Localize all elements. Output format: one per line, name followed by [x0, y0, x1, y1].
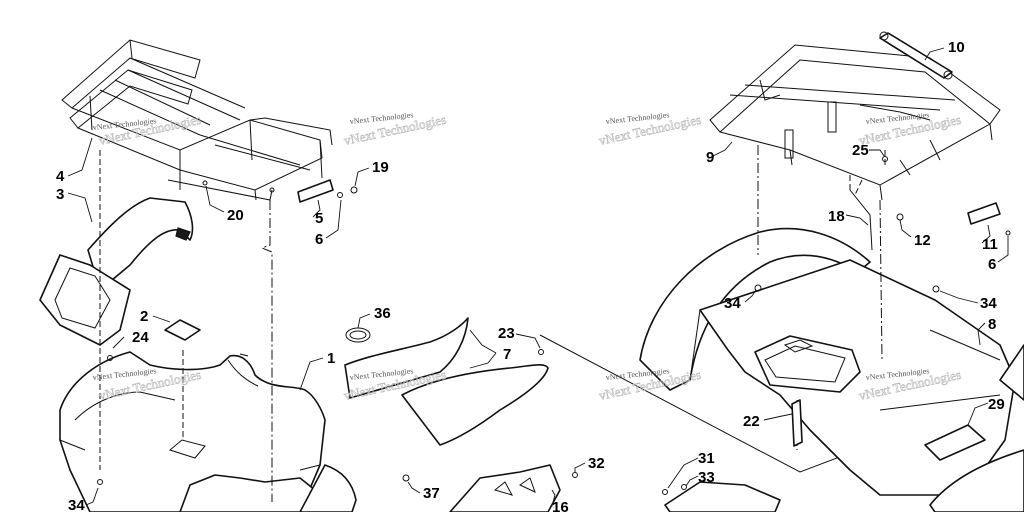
decal-part-29 [924, 424, 986, 461]
screw-34-rear-right [932, 285, 940, 293]
grab-bar-part-10 [879, 31, 953, 80]
bracket-part-22 [791, 399, 803, 447]
rear-tire-edge [929, 449, 1024, 512]
rear-rack-part-9 [709, 44, 1001, 251]
callout-2: 2 [140, 308, 148, 325]
callout-20: 20 [227, 207, 244, 224]
screw-25 [882, 156, 888, 162]
screw-24 [107, 355, 113, 361]
callout-12: 12 [914, 232, 931, 249]
callout-1: 1 [327, 350, 335, 367]
callout-9: 9 [706, 149, 714, 166]
callout-25: 25 [852, 142, 869, 159]
decal-part-2 [164, 319, 201, 341]
screw-12 [896, 213, 904, 221]
side-panels-part-7 [344, 317, 549, 446]
screw-19 [350, 186, 358, 194]
bracket-part-5 [297, 179, 334, 203]
screw-37 [402, 474, 410, 482]
front-body-part-1 [59, 351, 357, 512]
callout-34-left: 34 [68, 497, 85, 512]
callout-34-rear-right: 34 [980, 295, 997, 312]
callout-37: 37 [423, 485, 440, 502]
screw-6-right [1005, 230, 1011, 236]
screw-32 [572, 472, 578, 478]
callout-6-left: 6 [315, 231, 323, 248]
callout-10: 10 [948, 39, 965, 56]
callout-11: 11 [982, 236, 998, 253]
front-rack [61, 39, 333, 201]
screw-6-left [337, 192, 343, 198]
rear-lower-panel [664, 481, 781, 512]
callout-3: 3 [56, 186, 64, 203]
callout-34-rear-left: 34 [724, 295, 741, 312]
callout-19: 19 [372, 159, 389, 176]
screw-34-left [97, 479, 103, 485]
callout-32: 32 [588, 455, 605, 472]
callout-4: 4 [56, 168, 65, 185]
callout-8: 8 [988, 316, 996, 333]
screw-23 [538, 349, 544, 355]
callout-5: 5 [315, 210, 323, 227]
rear-right-edge [999, 344, 1024, 401]
screw-34-rear-left [754, 284, 762, 292]
callout-33: 33 [698, 469, 715, 486]
screw-31 [662, 489, 668, 495]
callout-numbers: 4 3 2 24 34 20 19 5 6 1 36 7 23 37 32 16… [56, 39, 1005, 512]
callout-24: 24 [132, 329, 149, 346]
leader-lines [67, 47, 1009, 507]
callout-22: 22 [743, 413, 760, 430]
callout-6-right: 6 [988, 256, 996, 273]
assembly-line-center [260, 200, 273, 502]
rear-fender-part-8 [639, 227, 1016, 496]
assembly-line-rear-2 [879, 199, 883, 361]
callout-16: 16 [552, 499, 569, 512]
bracket-part-16 [449, 464, 561, 512]
callout-29: 29 [988, 396, 1005, 413]
bracket-part-11 [967, 202, 1001, 225]
assembly-line-rear-5 [849, 175, 863, 196]
front-fender-part-3 [39, 197, 194, 346]
callout-31: 31 [698, 450, 715, 467]
callout-18: 18 [828, 208, 845, 225]
callout-36: 36 [374, 305, 391, 322]
callout-23: 23 [498, 325, 515, 342]
callout-7: 7 [503, 346, 511, 363]
screw-33 [681, 484, 687, 490]
